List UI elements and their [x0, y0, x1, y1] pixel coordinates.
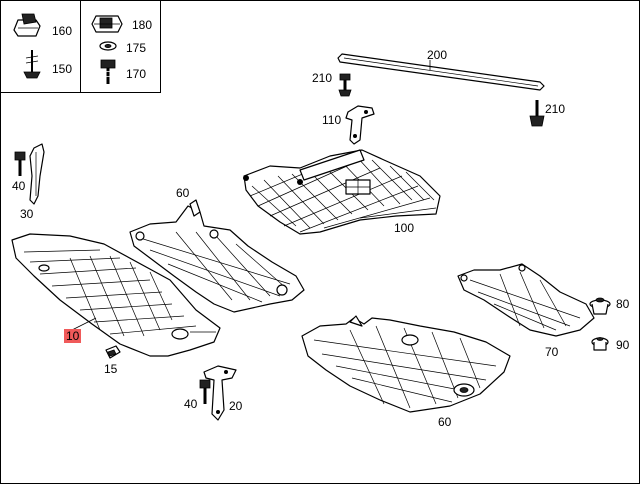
callout-70: 70	[545, 345, 559, 359]
fastener-80-icon	[589, 297, 611, 315]
legend-label-150: 150	[52, 62, 73, 76]
bolt-40-upper-icon	[14, 151, 26, 176]
legend-label-175: 175	[126, 41, 147, 55]
part-100-grid-panel-icon	[243, 149, 441, 235]
washer-175-icon	[99, 41, 117, 51]
callout-60-upper: 60	[176, 186, 190, 200]
bolt-40-lower-icon	[199, 379, 211, 404]
clip-160-icon	[13, 13, 41, 37]
callout-60-lower: 60	[438, 415, 452, 429]
callout-30: 30	[20, 207, 34, 221]
part-70-side-panel-icon	[457, 263, 595, 337]
legend-label-170: 170	[126, 67, 147, 81]
legend-box-left	[0, 0, 81, 93]
callout-100: 100	[394, 221, 415, 235]
callout-210-left: 210	[312, 71, 333, 85]
part-60-lower-panel-icon	[301, 315, 511, 413]
callout-15: 15	[104, 362, 118, 376]
legend-label-160: 160	[52, 24, 73, 38]
part-20-bracket-icon	[203, 365, 237, 421]
callout-210-right: 210	[545, 102, 566, 116]
callout-200: 200	[427, 48, 448, 62]
bolt-170-icon	[100, 59, 116, 84]
callout-10-highlighted[interactable]: 10	[64, 329, 82, 343]
callout-80: 80	[616, 297, 630, 311]
clip-nut-180-icon	[91, 15, 123, 33]
part-200-strut-icon	[337, 53, 545, 91]
callout-40-lower: 40	[184, 397, 198, 411]
part-10-underbody-panel-icon	[11, 233, 221, 357]
bolt-210-left-icon	[338, 73, 352, 97]
callout-20: 20	[229, 399, 243, 413]
legend-box-right	[80, 0, 161, 93]
part-30-bracket-icon	[29, 143, 45, 205]
callout-40-upper: 40	[12, 179, 26, 193]
grommet-90-icon	[591, 337, 609, 351]
screw-150-icon	[23, 50, 41, 79]
callout-110: 110	[322, 113, 342, 127]
part-60-upper-panel-icon	[129, 199, 305, 313]
part-110-bracket-icon	[345, 105, 375, 145]
callout-90: 90	[616, 338, 630, 352]
bolt-210-right-icon	[529, 100, 545, 127]
clip-15-icon	[105, 345, 121, 359]
legend-label-180: 180	[132, 18, 153, 32]
